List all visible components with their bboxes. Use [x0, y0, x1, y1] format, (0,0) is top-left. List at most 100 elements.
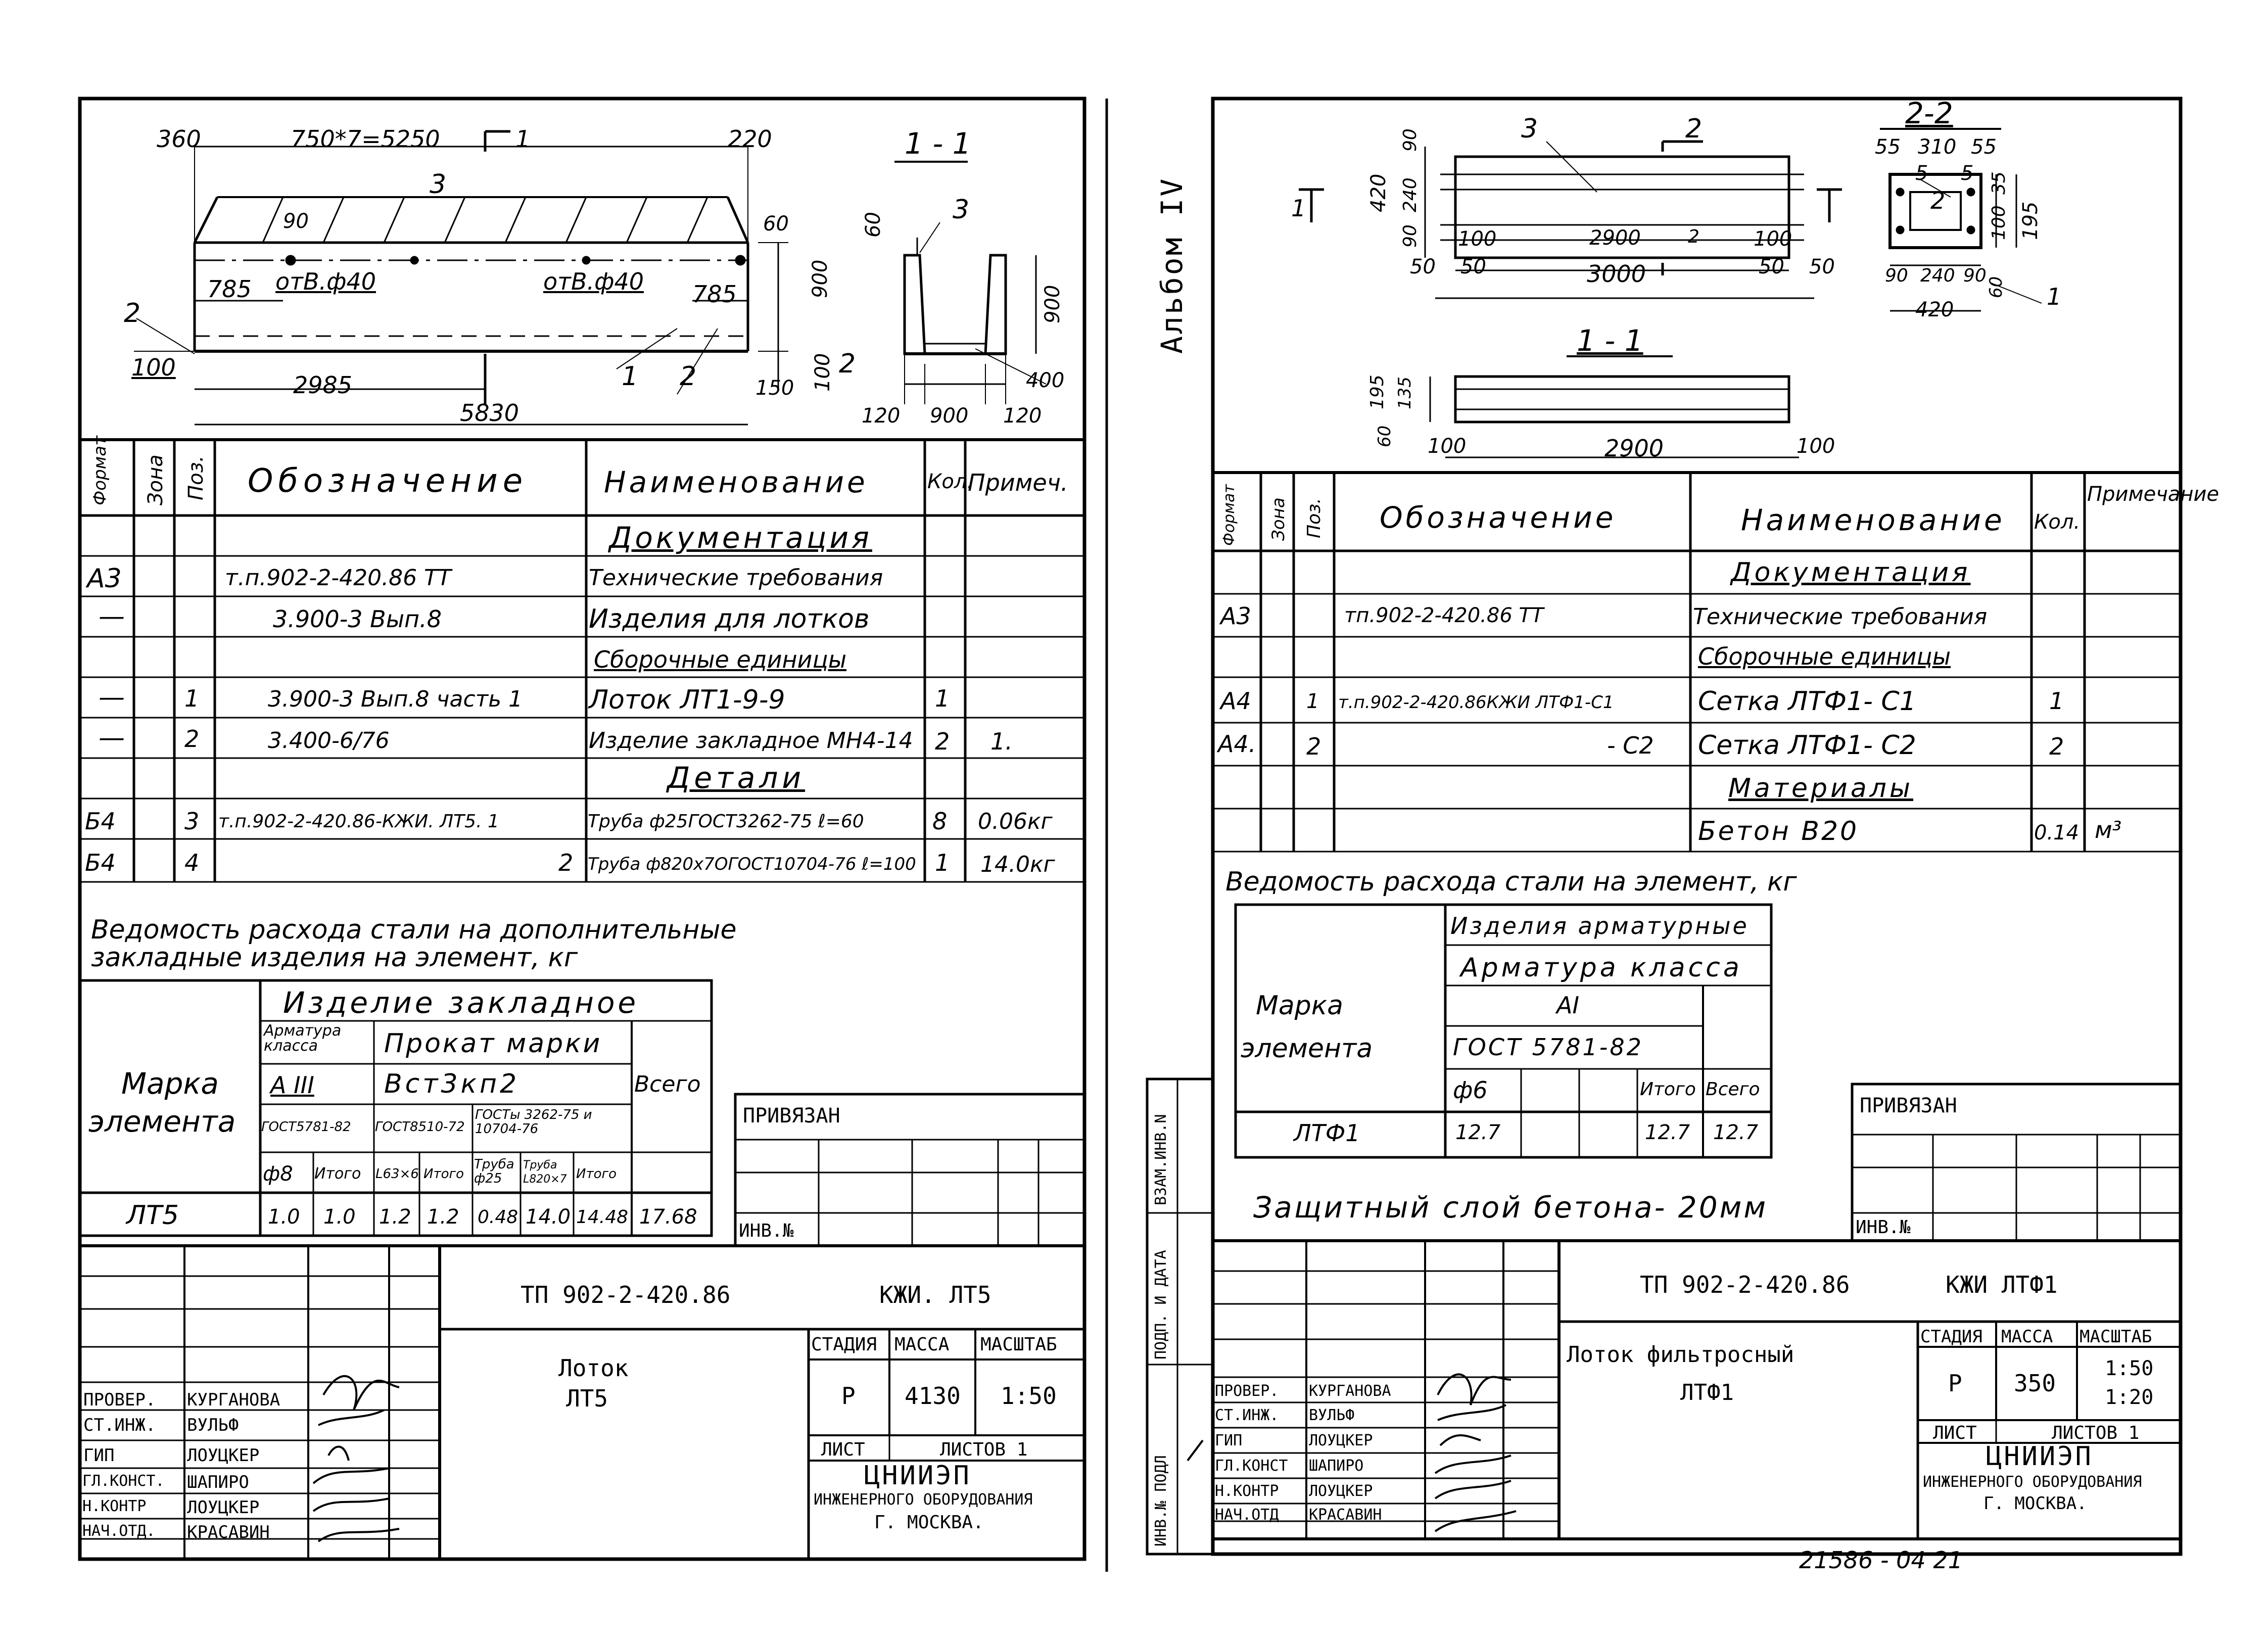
privyazan-label: ПРИВЯЗАН: [1860, 1094, 1957, 1117]
s22-dim-195: 195: [2019, 201, 2042, 240]
dim-60: 60: [763, 212, 789, 236]
spec-pos: 4: [184, 849, 200, 876]
spec-note: 1.: [990, 728, 1013, 755]
spec-section-assemblies: Сборочные единицы: [1698, 643, 1951, 670]
spec-h-note: Примечание: [2087, 483, 2219, 506]
spec-fmt: А3: [1220, 602, 1251, 630]
s22-dim-90b: 90: [1963, 265, 1987, 286]
mass-value: 4130: [905, 1382, 961, 1410]
s22-mark-5a: 5: [1915, 162, 1928, 185]
s11-dim-2900: 2900: [1604, 435, 1664, 462]
steel-h-steel: Вст3кп2: [384, 1069, 520, 1099]
pos-mark-1: 1: [622, 361, 639, 392]
person: КРАСАВИН: [187, 1522, 270, 1542]
h-mass: МАССА: [894, 1334, 950, 1355]
steel-h-mark-1: Марка: [1256, 991, 1344, 1021]
title-name-1: Лоток фильтросный: [1567, 1342, 1794, 1368]
side-label-inv: ИНВ.№ ПОДЛ: [1152, 1455, 1170, 1546]
steel-h-f8: ф8: [263, 1162, 293, 1186]
spec-section-docs: Документация: [609, 521, 872, 555]
sheet-code: КЖИ ЛТФ1: [1946, 1271, 2058, 1298]
spec-name: Лоток ЛТ1-9-9: [589, 685, 785, 715]
dim-240: 240: [1400, 177, 1421, 212]
role: ПРОВЕР.: [1215, 1382, 1279, 1400]
role: ГИП: [1215, 1432, 1243, 1449]
hole-label-left: отВ.ф40: [275, 268, 376, 295]
cover-note: Защитный слой бетона- 20мм: [1253, 1190, 1768, 1225]
person: ШАПИРО: [187, 1472, 249, 1492]
role: НАЧ.ОТД: [1215, 1506, 1279, 1524]
spec-qty: 8: [932, 808, 948, 835]
dim-360: 360: [157, 125, 201, 153]
steel-h-arm: Арматура класса: [264, 1022, 342, 1055]
dim-2985: 2985: [293, 371, 353, 399]
scale-value: 1:50: [1001, 1382, 1057, 1410]
sec-mark-2: 2: [839, 349, 856, 379]
spec-section-assemblies: Сборочные единицы: [594, 646, 847, 673]
spec-h-pos: Поз.: [1304, 498, 1325, 538]
pos-mark-3: 3: [430, 169, 447, 200]
spec-section-details: Детали: [667, 761, 806, 795]
steel-title-1: Ведомость расхода стали на дополнительны…: [91, 915, 737, 945]
role: Н.КОНТР: [82, 1497, 147, 1515]
spec-h-note: Примеч.: [968, 469, 1068, 496]
spec-qty: 1: [2049, 687, 2064, 715]
spec-name: Технические требования: [589, 565, 883, 591]
spec-name: Труба ф820х7ОГОСТ10704-76 ℓ=100: [588, 854, 916, 874]
mass-value: 350: [2014, 1370, 2056, 1397]
spec-section-docs: Документация: [1731, 557, 1971, 588]
h-scale: МАСШТАБ: [2080, 1327, 2152, 1347]
dim-100b: 100: [811, 353, 834, 392]
dim-50d: 50: [1809, 255, 1835, 278]
doc-code: ТП 902-2-420.86: [1640, 1271, 1850, 1298]
pos-mark-3: 3: [1521, 114, 1538, 144]
dim-span: 750*7=5250: [291, 125, 440, 153]
role: ГЛ.КОНСТ.: [82, 1472, 165, 1490]
person: КУРГАНОВА: [1309, 1382, 1391, 1400]
spec-fmt: А4: [1220, 687, 1251, 715]
scale-value-1: 1:50: [2105, 1357, 2154, 1380]
org-dept: ИНЖЕНЕРНОГО ОБОРУДОВАНИЯ: [1923, 1473, 2142, 1491]
spec-note: 0.06кг: [978, 809, 1053, 834]
h-stage: СТАДИЯ: [811, 1334, 877, 1355]
org-name: ЦНИИЭП: [1986, 1441, 2093, 1472]
steel-h-itogo2: Итого: [423, 1166, 464, 1182]
steel-row-mark: ЛТ5: [126, 1200, 179, 1231]
sec-dim-120a: 120: [862, 404, 901, 428]
spec-h-qty: Кол.: [2034, 510, 2081, 534]
s22-dim-100: 100: [1989, 205, 2009, 240]
org-city: Г. МОСКВА.: [874, 1512, 984, 1533]
role: ПРОВЕР.: [83, 1390, 156, 1410]
spec-designation: т.п.902-2-420.86 ТТ: [225, 565, 451, 591]
person: ШАПИРО: [1309, 1457, 1364, 1475]
spec-designation: 3.400-6/76: [268, 728, 390, 754]
title-name-2: ЛТФ1: [1680, 1380, 1734, 1405]
s11-dim-100b: 100: [1797, 435, 1835, 458]
section-title-2-2: 2-2: [1905, 96, 1953, 130]
org-dept: ИНЖЕНЕРНОГО ОБОРУДОВАНИЯ: [814, 1491, 1033, 1509]
spec-pos: 1: [184, 685, 200, 712]
s11-dim-135: 135: [1395, 377, 1415, 409]
org-city: Г. МОСКВА.: [1983, 1493, 2087, 1514]
s22-dim-35: 35: [1989, 171, 2009, 195]
spec-fmt: —: [99, 682, 125, 713]
pos-mark-2: 2: [1685, 114, 1703, 144]
stage-value: Р: [1948, 1370, 1962, 1397]
spec-fmt: —: [99, 723, 125, 753]
role: СТ.ИНЖ.: [83, 1415, 156, 1435]
footer-code: 21586 - 04 21: [1799, 1546, 1963, 1574]
steel-h-tube2: Труба L820×7: [523, 1159, 567, 1186]
title-name-1: Лоток: [558, 1354, 629, 1382]
scale-value-2: 1:20: [2105, 1386, 2154, 1409]
role: Н.КОНТР: [1215, 1482, 1279, 1500]
person: ЛОУЦКЕР: [187, 1445, 260, 1466]
spec-section-materials: Материалы: [1728, 773, 1913, 804]
s22-dim-420: 420: [1915, 298, 1954, 321]
steel-total: 17.68: [639, 1205, 697, 1229]
privyazan-label: ПРИВЯЗАН: [743, 1104, 840, 1128]
dim-100: 100: [131, 354, 176, 381]
spec-designation: тп.902-2-420.86 ТТ: [1344, 604, 1544, 627]
dim-785-left: 785: [207, 275, 252, 303]
dim-50c: 50: [1759, 255, 1784, 278]
steel-val: 1.2: [427, 1205, 459, 1229]
